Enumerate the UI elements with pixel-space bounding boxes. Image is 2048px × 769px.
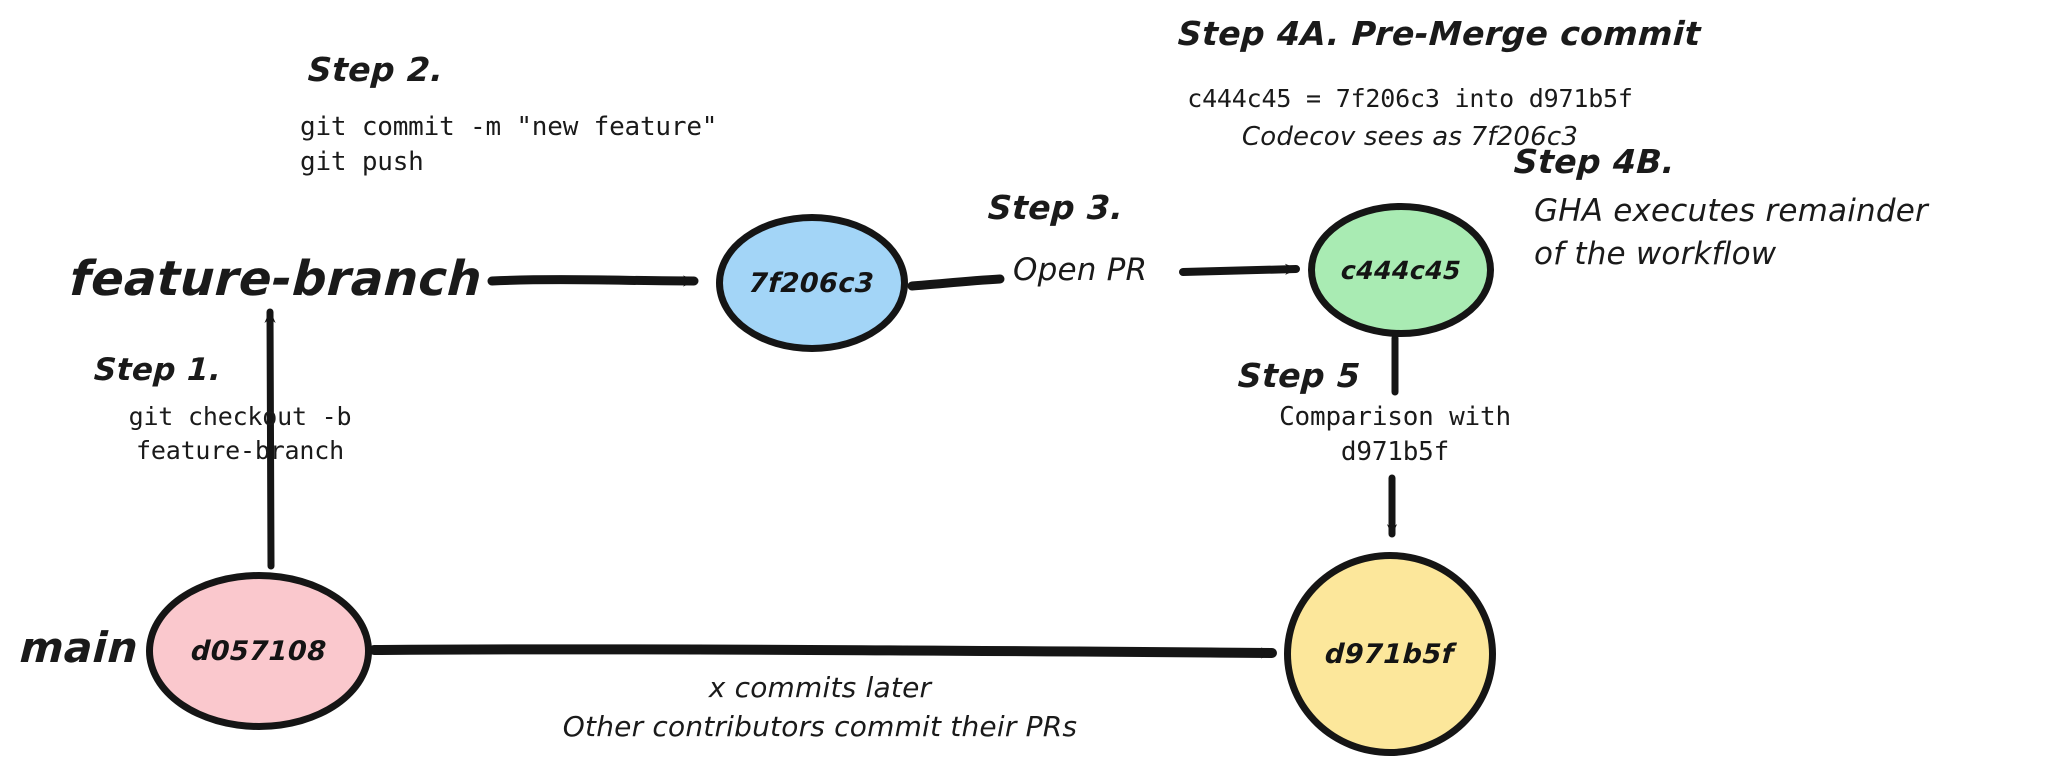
step4a-line-2: Codecov sees as 7f206c3 [1241, 121, 1579, 152]
node-commit-c444c45[interactable]: c444c45 [1308, 203, 1494, 337]
step1-line-1: git checkout -b [128, 402, 352, 431]
node-commit-7f206c3[interactable]: 7f206c3 [716, 214, 908, 352]
step4b-body: GHA executes remainder of the workflow [1534, 190, 2048, 277]
node-label: 7f206c3 [748, 267, 876, 299]
node-label: d971b5f [1324, 638, 1456, 670]
branch-label-main: main [18, 623, 140, 672]
step2-body: git commit -m "new feature" git push [300, 110, 820, 180]
node-label: c444c45 [1340, 255, 1462, 285]
step1-line-2: feature-branch [136, 435, 344, 465]
step4a-body: c444c45 = 7f206c3 into d971b5f Codecov s… [1130, 80, 1690, 157]
node-label: d057108 [190, 635, 328, 667]
step3-line-1: Open PR [1013, 252, 1148, 288]
node-commit-d057108[interactable]: d057108 [146, 572, 372, 730]
step5-heading: Step 5 [1237, 356, 1362, 395]
step4b-line-1: GHA executes remainder [1534, 193, 1928, 229]
main-timeline-annotation: x commits later Other contributors commi… [380, 668, 1260, 746]
step2-line-1: git commit -m "new feature" [300, 112, 718, 142]
line-7f206c3-to-openpr [907, 274, 1005, 291]
arrow-openpr-to-c444c45 [1179, 263, 1300, 276]
main-timeline-line-2: Other contributors commit their PRs [562, 710, 1078, 744]
step3-heading: Step 3. [987, 188, 1125, 227]
step5-body: Comparison with d971b5f [1180, 400, 1610, 470]
arrow-featurebranch-to-7f206c3 [487, 275, 699, 287]
step5-line-1: Comparison with [1279, 402, 1511, 432]
step5-line-2: d971b5f [1340, 437, 1450, 468]
step4b-line-2: of the workflow [1534, 236, 1777, 273]
arrow-d057108-to-featurebranch [264, 308, 276, 570]
step1-body: git checkout -b feature-branch [100, 400, 380, 468]
branch-label-feature-branch: feature-branch [68, 251, 484, 307]
step4b-heading: Step 4B. [1513, 142, 1676, 181]
step4a-line-1: c444c45 = 7f206c3 into d971b5f [1187, 84, 1633, 113]
main-timeline-line-1: x commits later [708, 671, 932, 704]
arrow-d057108-to-d971b5f [369, 644, 1277, 659]
step4a-heading: Step 4A. Pre-Merge commit [1177, 14, 1702, 53]
node-commit-d971b5f[interactable]: d971b5f [1284, 552, 1496, 756]
step1-heading: Step 1. [93, 352, 223, 388]
step2-heading: Step 2. [307, 50, 445, 89]
step2-line-2: git push [300, 147, 424, 178]
